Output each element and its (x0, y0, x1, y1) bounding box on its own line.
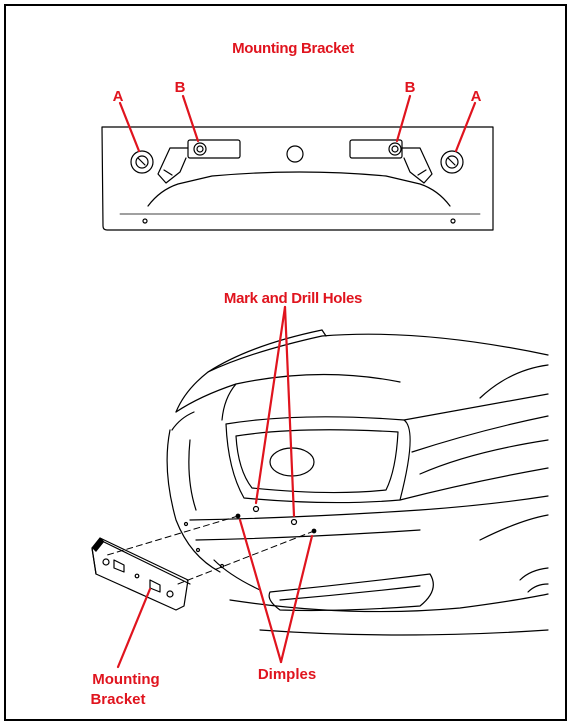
car-front (166, 329, 549, 636)
callout-a-left: A (113, 88, 124, 105)
car-grille-inner (235, 429, 399, 494)
alignment-lines (103, 515, 315, 585)
car-lower-intake (268, 573, 434, 612)
diagram-frame (4, 4, 567, 721)
bracket-detail (101, 126, 494, 231)
bracket-outline (101, 126, 494, 231)
bumper-points (235, 505, 317, 534)
small-bracket (91, 537, 191, 611)
callout-b-right: B (405, 79, 416, 96)
slot-b-left (157, 139, 241, 184)
bottom-leaders (116, 305, 314, 669)
drill-holes-label: Mark and Drill Holes (224, 290, 362, 307)
top-title-label: Mounting Bracket (232, 40, 354, 57)
slot-b-right (349, 139, 433, 184)
callout-b-left: B (175, 79, 186, 96)
callout-a-right: A (471, 88, 482, 105)
bottom-bracket-label-line1: Mounting (92, 671, 159, 688)
top-leaders (118, 94, 477, 153)
hole-a-left (130, 150, 154, 174)
bottom-bracket-label-line2: Bracket (90, 691, 145, 708)
hole-a-right (440, 150, 464, 174)
dimples-label: Dimples (258, 666, 316, 683)
bracket-inner-flange (147, 171, 451, 207)
bracket-center-hole (286, 145, 304, 163)
